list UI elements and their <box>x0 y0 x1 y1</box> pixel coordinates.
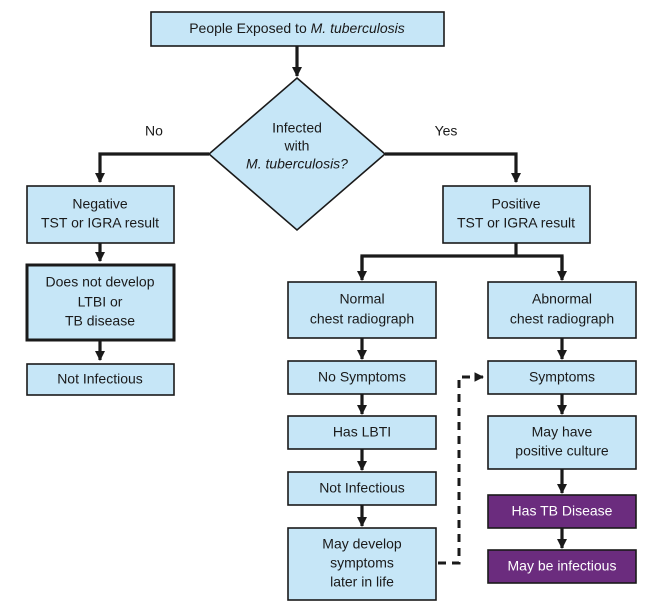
not-infectious-mid-label: Not Infectious <box>319 480 405 496</box>
node-symptoms: Symptoms <box>487 360 637 395</box>
node-people-exposed-label: People Exposed to M. tuberculosis <box>189 20 405 36</box>
no-develop-line1: Does not develop <box>46 274 155 290</box>
node-does-not-develop: Does not develop LTBI or TB disease <box>25 263 176 342</box>
abnormal-line1: Abnormal <box>532 291 592 307</box>
node-not-infectious-mid: Not Infectious <box>287 471 437 506</box>
no-develop-line2: LTBI or <box>78 294 123 310</box>
connector-yes-branch <box>385 152 522 184</box>
may-develop-line2: symptoms <box>330 555 394 571</box>
has-lbti-label: Has LBTI <box>333 424 391 440</box>
culture-line2: positive culture <box>515 443 609 459</box>
positive-line2: TST or IGRA result <box>457 215 575 231</box>
culture-line1: May have <box>532 424 593 440</box>
decision-infected: Infected with M. tuberculosis? <box>207 76 387 232</box>
node-positive-result: Positive TST or IGRA result <box>442 185 591 244</box>
node-may-be-infectious: May be infectious <box>487 549 637 584</box>
may-develop-line1: May develop <box>322 536 402 552</box>
normal-line1: Normal <box>339 291 384 307</box>
node-no-symptoms: No Symptoms <box>287 360 437 395</box>
symptoms-label: Symptoms <box>529 369 595 385</box>
branch-label-no: No <box>145 123 163 139</box>
decision-line1: Infected <box>272 120 322 136</box>
node-may-develop-symptoms: May develop symptoms later in life <box>287 527 437 601</box>
may-be-infectious-label: May be infectious <box>508 558 617 574</box>
node-not-infectious-left: Not Infectious <box>26 363 175 396</box>
connector-no-branch <box>94 152 209 184</box>
negative-line1: Negative <box>72 196 127 212</box>
abnormal-line2: chest radiograph <box>510 311 614 327</box>
positive-line1: Positive <box>491 196 540 212</box>
no-symptoms-label: No Symptoms <box>318 369 406 385</box>
node-normal-radiograph: Normal chest radiograph <box>287 281 437 339</box>
node-has-lbti: Has LBTI <box>287 415 437 450</box>
decision-line2: with <box>284 138 310 154</box>
may-develop-line3: later in life <box>330 574 394 590</box>
branch-label-yes: Yes <box>435 123 458 139</box>
node-positive-culture: May have positive culture <box>487 415 637 470</box>
normal-line2: chest radiograph <box>310 311 414 327</box>
node-negative-result: Negative TST or IGRA result <box>26 185 175 244</box>
node-has-tb-disease: Has TB Disease <box>487 494 637 529</box>
has-tb-label: Has TB Disease <box>512 503 613 519</box>
no-develop-line3: TB disease <box>65 313 135 329</box>
connectors <box>94 46 568 565</box>
node-people-exposed: People Exposed to M. tuberculosis <box>150 11 445 47</box>
negative-line2: TST or IGRA result <box>41 215 159 231</box>
connector-positive-split <box>360 254 564 278</box>
not-infectious-left-label: Not Infectious <box>57 371 143 387</box>
connector-dashed-may-develop-to-symptoms <box>438 372 484 565</box>
decision-line3: M. tuberculosis? <box>246 156 348 172</box>
node-abnormal-radiograph: Abnormal chest radiograph <box>487 281 637 339</box>
